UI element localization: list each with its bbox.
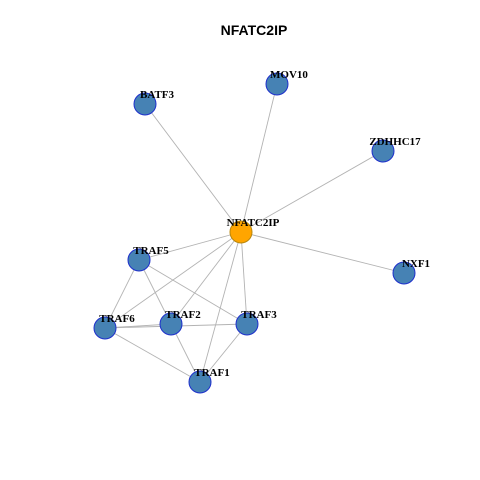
node-label-mov10: MOV10 <box>270 69 308 81</box>
node-zdhhc17 <box>371 139 395 163</box>
edge-traf3-traf1 <box>199 323 248 383</box>
node-traf1 <box>188 370 212 394</box>
node-label-traf2: TRAF2 <box>165 309 201 321</box>
node-label-nfatc2ip: NFATC2IP <box>227 217 280 229</box>
node-nfatc2ip <box>229 220 253 244</box>
edge-nfatc2ip-nxf1 <box>240 231 405 274</box>
node-nxf1 <box>392 261 416 285</box>
edges-layer <box>104 83 405 383</box>
node-label-traf3: TRAF3 <box>241 309 277 321</box>
node-batf3 <box>133 92 157 116</box>
nodes-layer <box>93 72 416 394</box>
edge-traf6-traf1 <box>104 327 201 383</box>
node-label-traf5: TRAF5 <box>133 245 169 257</box>
node-traf3 <box>235 312 259 336</box>
edge-nfatc2ip-traf2 <box>170 231 242 325</box>
node-mov10 <box>265 72 289 96</box>
edge-traf5-traf6 <box>104 259 140 329</box>
node-traf6 <box>93 316 117 340</box>
edge-nfatc2ip-mov10 <box>240 83 278 233</box>
node-label-traf6: TRAF6 <box>99 313 135 325</box>
edge-nfatc2ip-traf3 <box>240 231 248 325</box>
graph-title: NFATC2IP <box>221 22 288 38</box>
edge-traf5-traf3 <box>138 259 248 325</box>
node-label-batf3: BATF3 <box>140 89 175 101</box>
edge-nfatc2ip-zdhhc17 <box>240 150 384 233</box>
node-label-nxf1: NXF1 <box>402 258 430 270</box>
node-traf2 <box>159 312 183 336</box>
edge-nfatc2ip-traf1 <box>199 231 242 383</box>
node-label-zdhhc17: ZDHHC17 <box>369 136 421 148</box>
node-label-traf1: TRAF1 <box>194 367 229 379</box>
edge-nfatc2ip-traf5 <box>138 231 242 261</box>
edge-traf5-traf2 <box>138 259 172 325</box>
edge-nfatc2ip-batf3 <box>144 103 242 233</box>
node-traf5 <box>127 248 151 272</box>
